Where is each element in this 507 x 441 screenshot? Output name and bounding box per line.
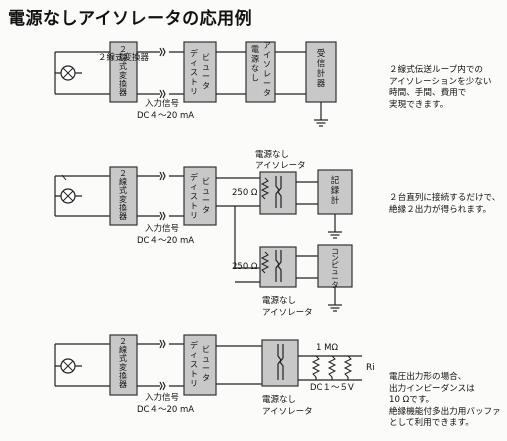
row2-converter-box (109, 166, 138, 226)
row2-lamp-icon (60, 174, 76, 204)
row2-dc-label: DC４～20 mA (137, 236, 194, 246)
row3-dc-output-label: DC１～５V (310, 383, 354, 393)
converter-text-2: ２線式変換器 (119, 169, 127, 221)
distributor-text-a-3: ディストリ (190, 340, 198, 388)
row1-isolator-text-a: 電源なし (251, 45, 259, 83)
row3-input-label: 入力信号 (145, 392, 179, 403)
row3-diagram: 入力信号 DC４～20 mA 電源なし アイソレータ 1 MΩ DC１～５V R… (54, 334, 375, 417)
row2-ground-upper-icon (327, 231, 343, 239)
row3-converter-box (109, 334, 138, 396)
row1-dc-label: DC４～20 mA (137, 111, 194, 121)
row2-recorder-box (317, 169, 353, 215)
distributor-text-b-3: ビュータ (202, 345, 210, 383)
row1-receiver-text: 受信計器 (317, 48, 326, 89)
row3-isolator-name2: アイソレータ (262, 407, 313, 417)
row2-computer-text: コンピュータ (331, 247, 339, 290)
row3-ri-label: Ri (366, 363, 375, 373)
distributor-text-a-2: ディストリ (190, 172, 198, 220)
row2-diagram: 入力信号 DC４～20 mA 250 Ω 250 Ω 電源なし アイソレータ 電… (54, 150, 353, 318)
row1-input-label: 入力信号 (145, 98, 179, 109)
distributor-text-b-2: ビュータ (202, 177, 210, 215)
row2-recorder-text: 記録計 (331, 175, 340, 206)
row1-converter-box (109, 41, 138, 103)
row2-input-label: 入力信号 (145, 223, 179, 234)
row2-resistor-lower-label: 250 Ω (232, 262, 258, 272)
row3-distributor-box (183, 334, 217, 396)
row2-isolator-lower-name2: アイソレータ (262, 308, 313, 318)
row2-isolator-upper-name1: 電源なし (255, 150, 289, 160)
row2-ground-lower-icon (327, 304, 343, 312)
note-row2: ２台直列に接続するだけで、絶縁２出力が得られます。 (389, 193, 501, 215)
row1-diagram: ２線式変換器 入力信号 DC４～20 mA (54, 41, 337, 127)
row1-converter-label: ２線式変換器 (98, 52, 150, 63)
row3-dc-label: DC４～20 mA (137, 405, 194, 415)
row2-distributor-box (183, 166, 217, 226)
row3-isolator-name1: 電源なし (262, 395, 296, 405)
vertical-labels: ２線式変換器２線式変換器２線式変換器ディストリビュータディストリビュータディスト… (119, 41, 340, 389)
row1-receiver-box (305, 41, 337, 103)
row2-computer-box (317, 244, 353, 288)
row3-output-resistors (312, 355, 352, 380)
note-row1: ２線式伝送ループ内でのアイソレーションを少ない時間、手間、費用で実現できます。 (389, 65, 492, 110)
page-title: 電源なしアイソレータの応用例 (8, 9, 253, 29)
row3-lamp-icon (60, 358, 76, 374)
row1-distributor-box (183, 41, 217, 103)
row1-isolator-text-b: アイソレータ (263, 41, 271, 98)
row3-resistor-label: 1 MΩ (316, 343, 338, 353)
row1-ground-icon (313, 119, 329, 127)
row2-resistor-upper-label: 250 Ω (232, 188, 258, 198)
row1-isolator-box (245, 41, 276, 103)
row2-isolator-upper-name2: アイソレータ (255, 161, 306, 171)
converter-text-1: ２線式変換器 (119, 45, 127, 97)
distributor-text-a-1: ディストリ (190, 48, 198, 96)
distributor-text-b-1: ビュータ (202, 53, 210, 91)
row2-isolator-lower-name1: 電源なし (262, 296, 296, 306)
row1-lamp-icon (60, 65, 76, 81)
converter-text-3: ２線式変換器 (119, 337, 127, 389)
